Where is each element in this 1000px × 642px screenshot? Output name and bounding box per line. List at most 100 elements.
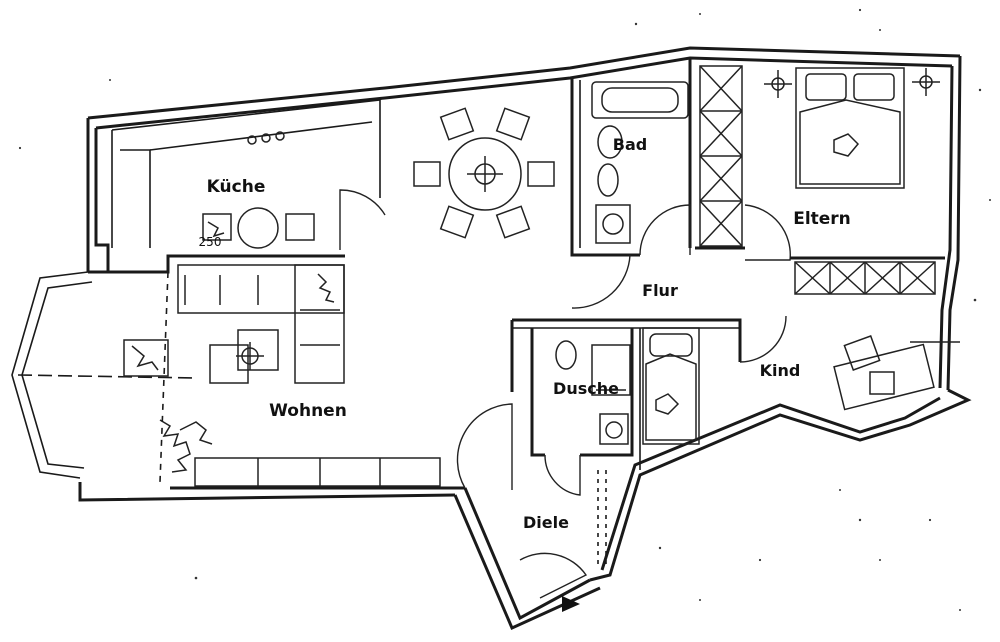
- wall-bottom-right: [589, 388, 972, 582]
- stove-burner: [261, 133, 271, 143]
- dining-chair: [413, 161, 441, 187]
- dusche-wall-left: [530, 328, 545, 457]
- wardrobe-cross: [794, 261, 831, 295]
- bathtub-inner: [601, 87, 679, 113]
- speckle: [959, 609, 961, 611]
- stove-burner: [275, 131, 285, 141]
- speckle: [879, 29, 881, 31]
- bad-wall-left: [570, 78, 640, 257]
- kitchen-door[interactable]: [339, 189, 386, 250]
- speckle: [858, 518, 862, 522]
- wall-bottom-right-inner: [600, 396, 941, 571]
- washbasin-bowl: [602, 213, 624, 235]
- bedroom-child: Kind: [642, 315, 960, 445]
- speckle: [18, 146, 22, 150]
- desk: [833, 343, 935, 411]
- speckle: [634, 22, 638, 26]
- wall-top-inner: [95, 56, 953, 130]
- kitchen-dimension-label: 250: [199, 235, 222, 249]
- bed-item: [655, 393, 680, 415]
- flur-door[interactable]: [571, 254, 631, 309]
- balcony-axis: [17, 374, 196, 379]
- bathroom: Bad: [570, 58, 745, 257]
- kitchen-counter-edge: [149, 121, 373, 151]
- sofa-side: [294, 264, 345, 384]
- eltern-door[interactable]: [744, 204, 791, 261]
- room-label-diele: Diele: [523, 513, 569, 532]
- room-label-dusche: Dusche: [553, 379, 619, 398]
- desk-item: [869, 371, 895, 395]
- room-label-bad: Bad: [613, 135, 647, 154]
- speckle: [879, 559, 881, 561]
- double-bed: [795, 67, 905, 189]
- front-door[interactable]: [519, 552, 588, 599]
- single-bed: [642, 327, 700, 445]
- speckle: [699, 13, 701, 15]
- kitchen: Küche 250: [111, 99, 386, 250]
- hallway: Flur: [512, 254, 742, 362]
- wall-kitchen-living: [88, 254, 345, 274]
- wall-right-inner: [938, 65, 954, 389]
- pillow: [853, 73, 895, 101]
- speckle: [858, 8, 862, 12]
- wardrobe-cross: [864, 261, 901, 295]
- speckle: [839, 489, 841, 491]
- dining-area: [413, 107, 555, 239]
- shower-sink: [555, 340, 577, 370]
- wardrobe-horizontal: [790, 256, 945, 295]
- speckle: [194, 576, 198, 580]
- bidet: [597, 163, 619, 197]
- kind-door[interactable]: [739, 315, 787, 363]
- room-label-wohnen: Wohnen: [269, 401, 347, 421]
- wall-top: [87, 46, 961, 120]
- room-label-flur: Flur: [642, 281, 678, 300]
- washbasin: [595, 204, 631, 244]
- wall-right: [946, 55, 962, 391]
- bed-blanket: [645, 353, 697, 441]
- wardrobe-cross: [899, 261, 936, 295]
- wall-left-kitchen-inner: [94, 128, 110, 272]
- speckle: [973, 298, 977, 302]
- bed-item: [833, 133, 860, 157]
- pillow: [805, 73, 847, 101]
- wardrobe-cross: [699, 65, 743, 112]
- wardrobe-cross: [699, 200, 743, 247]
- dining-chair: [495, 107, 531, 141]
- speckle: [989, 199, 991, 201]
- shower-toilet: [599, 413, 629, 445]
- shower-toilet-bowl: [605, 421, 623, 439]
- dining-table: [448, 137, 522, 211]
- bad-door[interactable]: [639, 204, 691, 256]
- dining-chair: [439, 107, 475, 141]
- entrance: Diele: [456, 403, 607, 612]
- wall-entrance-wedge: [463, 487, 591, 621]
- dining-chair: [439, 205, 475, 239]
- speckle: [758, 558, 762, 562]
- diele-door-living[interactable]: [456, 403, 513, 490]
- dining-chair: [495, 205, 531, 239]
- balcony-outline-inner: [21, 281, 93, 469]
- wardrobe-cross: [699, 110, 743, 157]
- sofa-plant: [317, 273, 335, 303]
- speckle: [978, 88, 982, 92]
- entrance-arrow-icon: [562, 596, 580, 612]
- speckle: [928, 518, 932, 522]
- sideboard: [194, 457, 441, 487]
- dusche-door[interactable]: [544, 454, 581, 496]
- living-room: Wohnen: [159, 264, 441, 487]
- room-label-eltern: Eltern: [793, 209, 851, 229]
- scan-noise: [18, 8, 991, 611]
- room-label-kind: Kind: [760, 361, 801, 380]
- wardrobe-cross: [699, 155, 743, 202]
- kitchen-chair: [202, 213, 232, 241]
- sofa-back: [177, 264, 345, 314]
- side-table: [237, 329, 279, 371]
- toilet: [597, 125, 623, 159]
- balcony-chair-detail: [131, 345, 159, 371]
- dining-chair: [527, 161, 555, 187]
- speckle: [658, 546, 662, 550]
- coffee-table: [209, 344, 249, 384]
- kitchen-chair-detail: [207, 221, 225, 238]
- kitchen-chair: [285, 213, 315, 241]
- plant: [159, 419, 213, 473]
